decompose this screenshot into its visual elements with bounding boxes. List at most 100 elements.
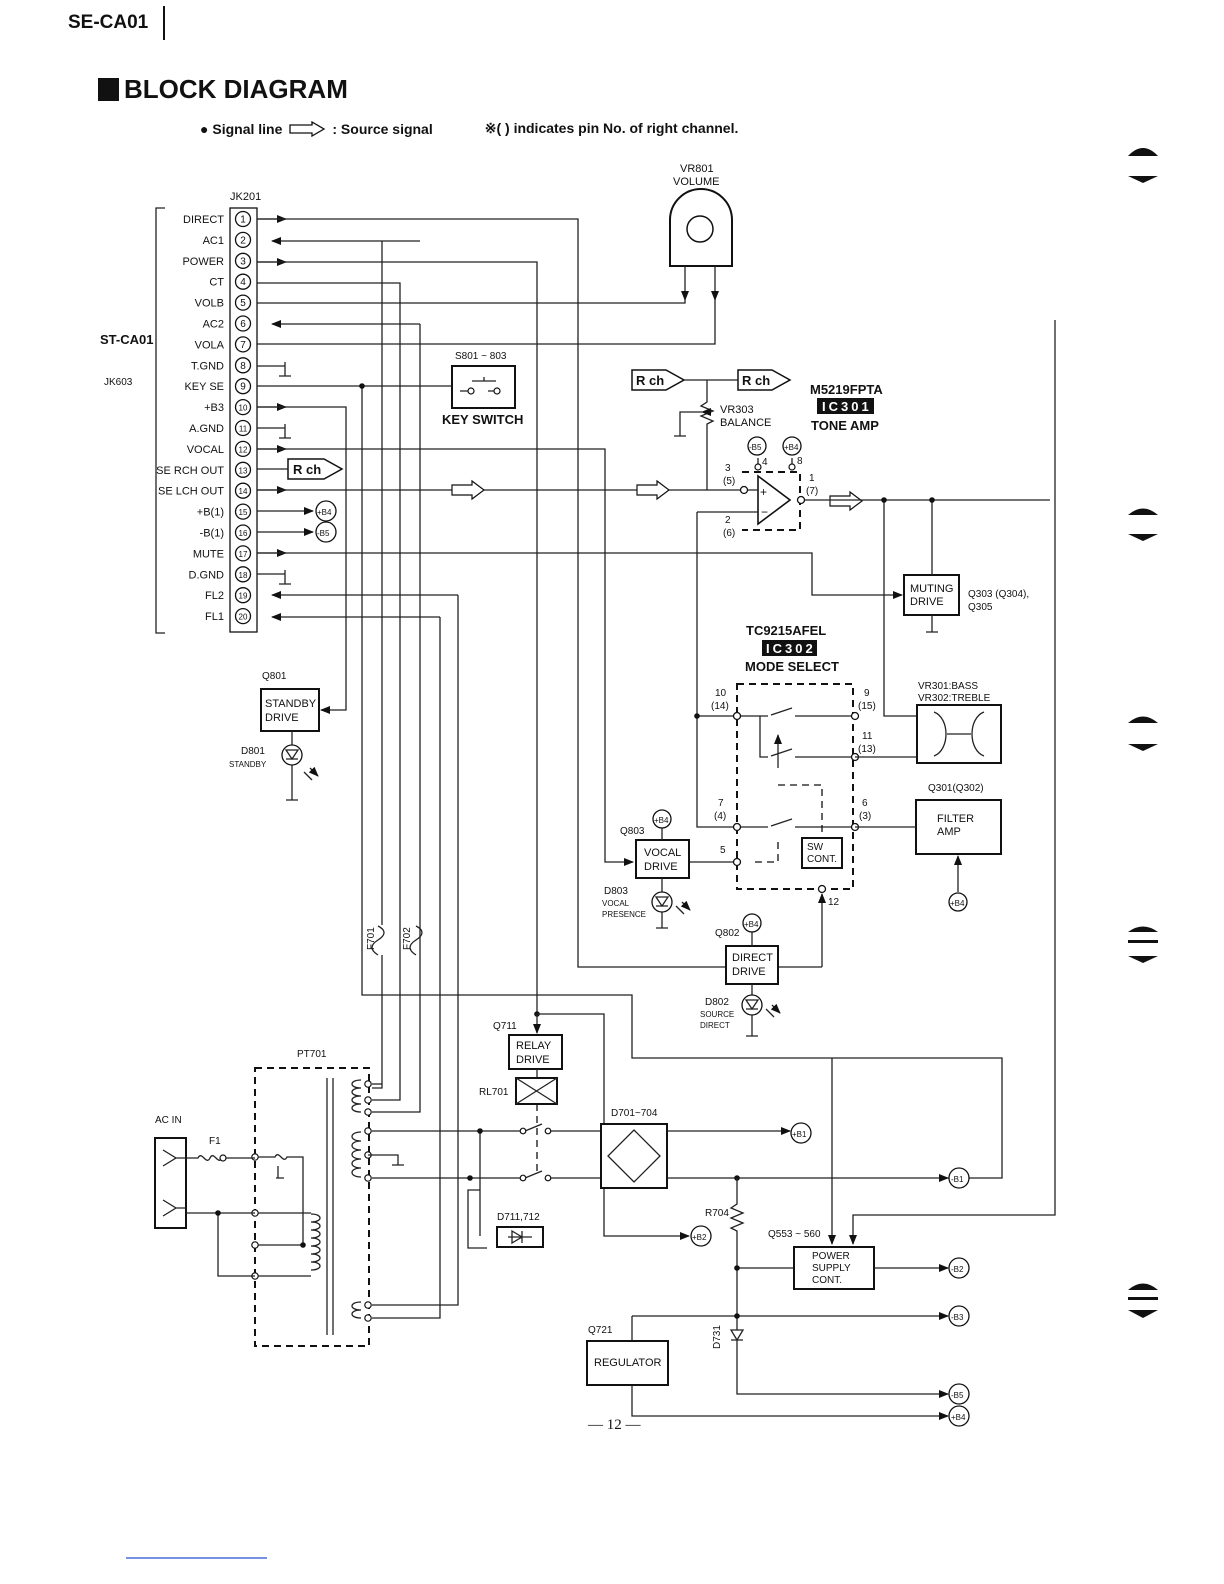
connector-pin-label: VOLB (195, 298, 224, 310)
connector-pin-number: 13 (239, 466, 248, 475)
bridge-ref: D701~704 (611, 1108, 658, 1119)
connector-pin-label: +B(1) (197, 507, 224, 519)
vocal-led-l2: PRESENCE (602, 910, 646, 919)
connector-body (229, 207, 258, 633)
opamp-minus: − (761, 505, 768, 519)
transformer-taps (251, 1080, 372, 1322)
header-rule (163, 6, 165, 40)
pin-icon (796, 495, 806, 505)
ic301-pin: (6) (723, 528, 735, 539)
connector-pin-icon (234, 357, 252, 374)
connector-pin-label: DIRECT (183, 214, 224, 226)
transformer-winding (351, 1079, 362, 1113)
connector-pin-icon (234, 378, 252, 395)
sw-control-link (778, 784, 823, 838)
ac-in-label: AC IN (155, 1115, 182, 1126)
relay-drive-box (508, 1034, 563, 1070)
rch-label: R ch (742, 373, 770, 388)
pin-icon (754, 463, 762, 471)
tgnd-ground (257, 362, 291, 377)
pin-icon (739, 485, 749, 495)
balance-resistor (699, 380, 715, 427)
pin-icon (788, 463, 796, 471)
connector-pin-number: 1 (240, 215, 246, 226)
ic301-name: TONE AMP (811, 418, 879, 433)
pin-icon (850, 711, 860, 721)
ic301-ref: IC301 (822, 399, 872, 414)
pin-icon (732, 711, 742, 721)
fuse-f702-icon (409, 925, 423, 956)
connector-pin-icon (234, 252, 252, 269)
transformer-core (326, 1078, 334, 1335)
wire-volb (257, 300, 686, 304)
rail-b2m-icon (948, 1257, 970, 1279)
led-light-icon (765, 1005, 780, 1017)
rail-b4-icon (742, 913, 762, 933)
connector-pin-icon (234, 607, 252, 625)
ic301-ref-badge (817, 398, 874, 414)
wire-b5 (736, 1340, 949, 1398)
f702-label: F702 (402, 927, 413, 950)
wire-direct (257, 218, 726, 968)
resistor-r704 (729, 1178, 745, 1330)
standby-line2: DRIVE (265, 712, 299, 724)
led-diode-icon (744, 999, 760, 1011)
legend-note: ※( ) indicates pin No. of right channel. (484, 120, 739, 136)
connector-pin-icon (234, 294, 252, 311)
vr801-ref: VR801 (680, 163, 714, 175)
connector-pin-icon (234, 419, 252, 437)
muting-ref2: Q305 (968, 602, 993, 613)
led-icon (281, 744, 303, 766)
transformer-ground (368, 1154, 404, 1166)
source-arrow-icon (636, 479, 670, 501)
switch-terminal-icon (467, 387, 475, 395)
rail-b4-icon (948, 892, 968, 912)
rch-tag-in (631, 369, 686, 391)
wire-keyse-bus (361, 386, 1003, 1179)
direct-led-wire (746, 984, 758, 1037)
ic302-switches (737, 715, 853, 828)
ic301-part: M5219FPTA (810, 382, 883, 397)
wire-sw-direct (778, 894, 822, 968)
legend-signal-line: Signal line (212, 120, 283, 137)
connector-pin-label: AC1 (203, 235, 224, 247)
junction-dot (467, 1175, 473, 1181)
ic302-name: MODE SELECT (745, 659, 839, 674)
wire-b3 (257, 406, 347, 714)
pin-icon (544, 1174, 552, 1182)
connector-pin-label: KEY SE (184, 381, 224, 393)
rail-b3-label: -B3 (951, 1313, 964, 1322)
connector-pin-label: FL1 (205, 611, 224, 623)
junction-dot (215, 1210, 221, 1216)
direct-ref: Q802 (715, 928, 740, 939)
standby-led-ref: D801 (241, 746, 265, 757)
rail-b4-icon (652, 809, 672, 829)
volume-pot (669, 188, 733, 267)
source-arrow-icon (289, 120, 326, 137)
switch-terminal-icon (493, 387, 501, 395)
legend: ● Signal line : Source signal ※( ) indic… (200, 120, 738, 137)
relay-cross-icon (515, 1077, 558, 1105)
thermal-fuse (258, 1154, 304, 1246)
transformer-winding (351, 1301, 362, 1319)
relay-ref: Q711 (493, 1021, 517, 1032)
junction-dot (734, 1313, 740, 1319)
vr301-line2: VR302:TREBLE (918, 693, 991, 704)
junction-dot (929, 497, 935, 503)
wire-psu-feedback (849, 320, 1056, 1245)
ic302-pin: 10 (715, 688, 727, 699)
wire-b4 (631, 1385, 949, 1420)
ic302-pin: 11 (862, 731, 873, 742)
standby-ref: Q801 (262, 671, 287, 682)
rail-b1p-label: +B1 (792, 1130, 807, 1139)
ic302-ref: IC302 (766, 641, 816, 656)
pin-icon (519, 1174, 527, 1182)
title-square-icon (98, 78, 119, 101)
filter-line1: FILTER (937, 813, 974, 825)
junction-dot (477, 1128, 483, 1134)
connector-pin-number: 8 (240, 361, 246, 372)
connector-pin-label: D.GND (189, 569, 225, 581)
psu-ref: Q553 ~ 560 (768, 1229, 821, 1240)
f1-label: F1 (209, 1136, 221, 1147)
